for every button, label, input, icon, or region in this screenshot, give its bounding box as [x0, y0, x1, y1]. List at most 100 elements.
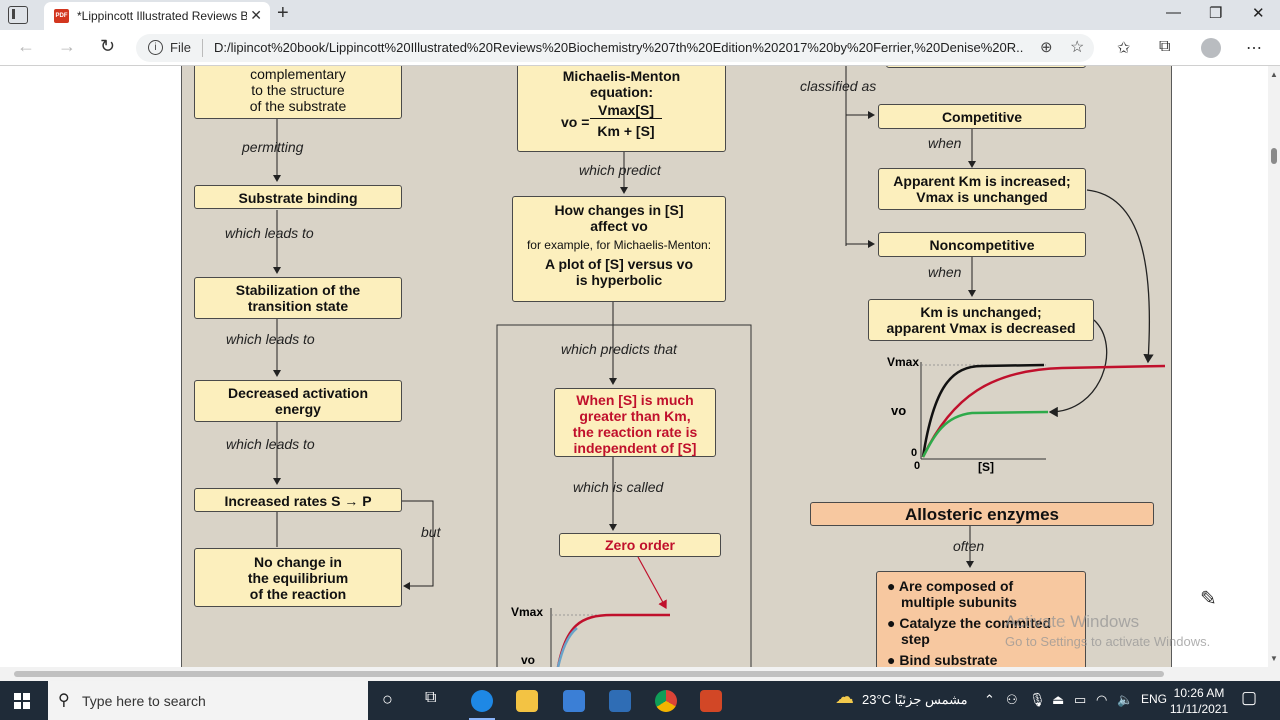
url-text[interactable]: D:/lipincot%20book/Lippincott%20Illustra…	[214, 40, 1024, 55]
forward-icon[interactable]: →	[58, 36, 76, 56]
horizontal-scroll-thumb[interactable]	[14, 671, 1164, 677]
edge-icon[interactable]	[471, 690, 493, 712]
label-which-predict: which predict	[579, 162, 661, 178]
cortana-icon[interactable]: ○	[382, 689, 393, 709]
task-view-icon[interactable]: ⧉	[425, 689, 437, 706]
store-icon[interactable]	[563, 690, 585, 712]
refresh-icon[interactable]: ↻	[100, 36, 116, 56]
label-when-2: when	[928, 264, 962, 280]
list-item: ● Catalyze the commited	[887, 615, 1052, 631]
zoom-icon[interactable]: ⊕	[1040, 39, 1053, 56]
zero-order-box: Zero order	[559, 533, 721, 557]
tab-lippincott[interactable]: PDF *Lippincott Illustrated Reviews B ✕	[44, 2, 270, 30]
wifi-icon[interactable]: ◠	[1096, 692, 1108, 707]
mail-icon[interactable]	[609, 690, 631, 712]
label-classified-as: classified as	[800, 78, 877, 94]
list-item: ● Are composed of	[887, 578, 1014, 594]
substrate-binding-box: Substrate binding	[194, 185, 402, 209]
line-2: apparent Vmax is decreased	[886, 320, 1076, 336]
address-bar[interactable]: i File D:/lipincot%20book/Lippincott%20I…	[136, 34, 1094, 62]
vertical-scrollbar[interactable]: ▲ ▼	[1268, 66, 1280, 667]
line-1: How changes in [S]	[554, 202, 684, 218]
scroll-down-icon[interactable]: ▼	[1270, 654, 1278, 663]
settings-more-icon[interactable]: ⋯	[1246, 40, 1262, 57]
system-clock[interactable]: 10:26 AM 11/11/2021	[1166, 685, 1232, 717]
clock-time: 10:26 AM	[1173, 686, 1225, 700]
volume-icon[interactable]: 🔈	[1117, 692, 1134, 707]
maximize-icon[interactable]: ❐	[1209, 5, 1223, 22]
allosteric-list-box: ● Are composed of multiple subunits ● Ca…	[876, 571, 1086, 667]
line-1: No change in	[254, 554, 342, 570]
language-indicator[interactable]: ENG	[1141, 692, 1168, 706]
right-axis-zero-y: 0	[911, 447, 918, 459]
item-text: Catalyze the commited	[899, 615, 1052, 631]
how-changes-box: How changes in [S] affect vo for example…	[512, 196, 726, 302]
search-icon: ⚲	[58, 692, 70, 709]
tray-chevron-icon[interactable]: ⌃	[984, 692, 995, 707]
weather-icon: ☁	[835, 687, 854, 708]
allosteric-enzymes-box: Allosteric enzymes	[810, 502, 1154, 526]
tray-network-drive-icon[interactable]: ⚇	[1006, 692, 1018, 707]
tab-actions-icon[interactable]	[8, 6, 28, 24]
file-explorer-icon[interactable]	[516, 690, 538, 712]
draw-pen-icon[interactable]: ✎	[1200, 588, 1217, 610]
clock-date: 11/11/2021	[1169, 702, 1229, 716]
close-window-icon[interactable]: ✕	[1252, 5, 1265, 22]
label-permitting: permitting	[242, 139, 304, 155]
label-which-is-called: which is called	[573, 479, 664, 495]
item-text: Are composed of	[898, 578, 1014, 594]
tab-title: *Lippincott Illustrated Reviews B	[77, 9, 247, 23]
minimize-icon[interactable]: —	[1166, 4, 1181, 21]
line-1: When [S] is much	[576, 392, 694, 408]
item-text-cont: multiple subunits	[901, 594, 1017, 610]
line-3: of the substrate	[249, 98, 347, 114]
collections-icon[interactable]: ⧉	[1159, 38, 1171, 55]
scroll-thumb[interactable]	[1271, 148, 1277, 164]
powerpoint-icon[interactable]	[700, 690, 722, 712]
new-tab-button[interactable]: +	[277, 2, 289, 24]
weather-text[interactable]: 23°C مشمس جزئيًا	[862, 692, 968, 707]
profile-avatar[interactable]	[1201, 38, 1221, 58]
michaelis-menton-box: Michaelis-Menton equation: vo = Vmax[S] …	[517, 66, 726, 152]
mid-axis-vmax: Vmax	[511, 605, 544, 619]
scroll-up-icon[interactable]: ▲	[1270, 70, 1278, 79]
chrome-icon[interactable]	[655, 690, 677, 712]
line-2: equation:	[590, 84, 653, 100]
tab-close-icon[interactable]: ✕	[250, 7, 262, 23]
diagram-connectors	[215, 66, 1166, 667]
label-leads-to-2: which leads to	[226, 331, 315, 347]
activate-windows-subtitle: Go to Settings to activate Windows.	[1005, 634, 1211, 649]
competitive-box: Competitive	[878, 104, 1086, 129]
windows-start-icon[interactable]	[14, 693, 30, 709]
right-axis-vmax: Vmax	[887, 355, 920, 369]
line-2: greater than Km,	[579, 408, 691, 424]
notifications-icon[interactable]: ▢	[1241, 688, 1258, 707]
file-label: File	[170, 40, 191, 55]
pdf-viewer: complementary to the structure of the su…	[0, 66, 1268, 667]
stabilization-box: Stabilization of the transition state	[194, 277, 402, 319]
taskbar-search[interactable]: ⚲ Type here to search	[48, 681, 368, 720]
activate-windows-title: Activate Windows	[1005, 612, 1140, 631]
right-axis-zero-x: 0	[914, 460, 921, 472]
favorites-icon[interactable]: ✩	[1117, 40, 1131, 57]
line-1: Decreased activation	[227, 385, 369, 401]
usb-icon[interactable]: ⏏	[1052, 692, 1065, 707]
add-favorite-icon[interactable]: ☆	[1070, 39, 1085, 56]
mm-equation: vo = Vmax[S] Km + [S]	[518, 102, 725, 142]
line-3: of the reaction	[249, 586, 347, 602]
pdf-icon: PDF	[54, 9, 69, 23]
item-text-cont: step	[901, 631, 930, 647]
back-icon[interactable]: ←	[17, 36, 35, 56]
horizontal-scrollbar[interactable]	[0, 667, 1280, 681]
line-2: the equilibrium	[247, 570, 349, 586]
microphone-icon[interactable]: 🎙	[1029, 692, 1046, 707]
battery-icon[interactable]: ▭	[1074, 692, 1087, 707]
right-axis-vo: vo	[891, 403, 907, 418]
search-placeholder: Type here to search	[82, 693, 206, 709]
info-icon[interactable]: i	[148, 40, 163, 55]
line-2: affect vo	[590, 218, 648, 234]
label-often: often	[953, 538, 985, 554]
line-1: Km is unchanged;	[920, 304, 1042, 320]
tab-strip: PDF *Lippincott Illustrated Reviews B ✕ …	[0, 0, 1280, 30]
line-2: energy	[275, 401, 321, 417]
